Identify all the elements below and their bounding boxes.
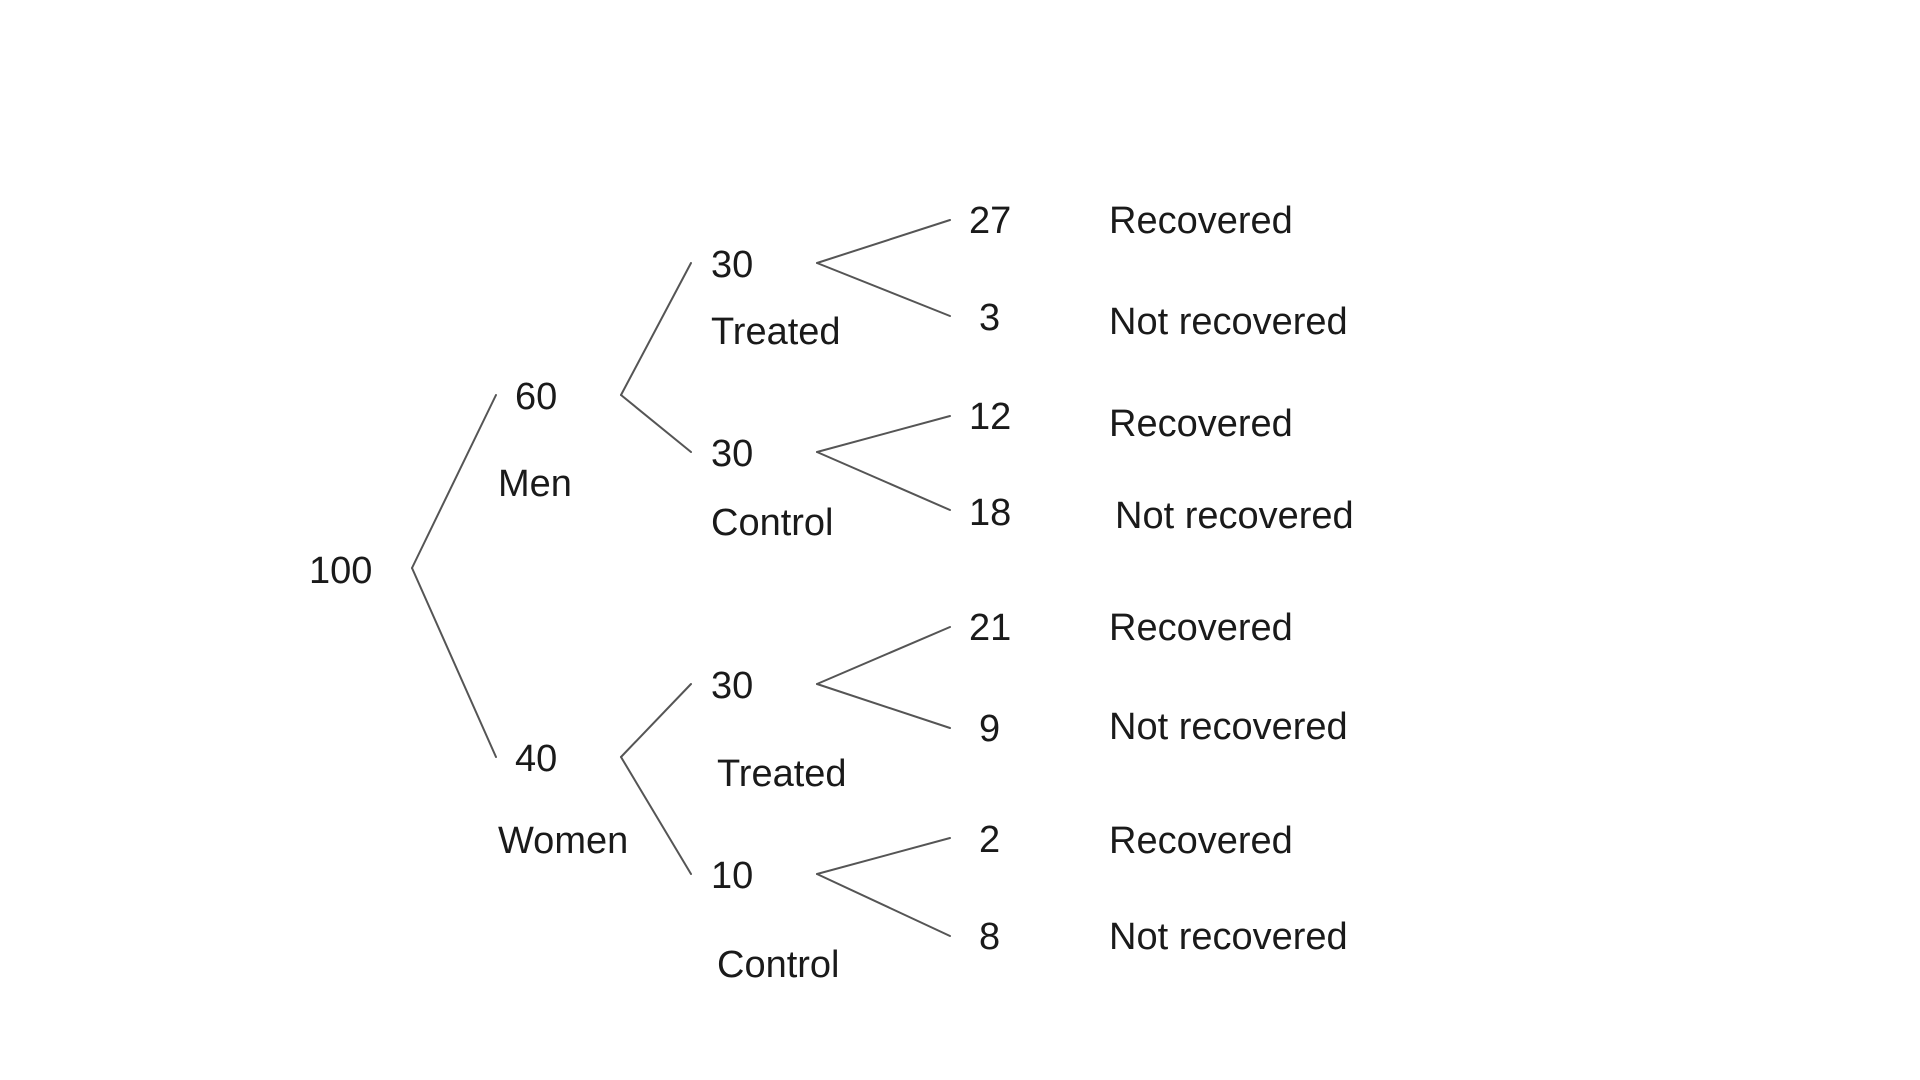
outcome-label: Not recovered <box>1115 495 1354 537</box>
root-count: 100 <box>309 550 373 592</box>
men-treated-label: Treated <box>711 311 841 353</box>
branch-root-women <box>411 567 497 758</box>
men-treated-count: 30 <box>711 244 754 286</box>
branch-men-control <box>620 394 692 453</box>
branch-women-control <box>620 756 692 875</box>
branch-men-treated-not-recovered <box>816 262 951 317</box>
outcome-label: Not recovered <box>1109 916 1348 958</box>
women-treated-label: Treated <box>717 753 847 795</box>
men-control-count: 30 <box>711 433 754 475</box>
branch-women-control-recovered <box>816 837 951 875</box>
outcome-count: 2 <box>979 819 1001 861</box>
branch-men-treated <box>620 262 692 396</box>
outcome-label: Recovered <box>1109 200 1293 242</box>
men-label: Men <box>498 463 572 505</box>
branch-women-control-not-recovered <box>816 873 951 937</box>
branch-men-control-recovered <box>816 415 951 453</box>
outcome-label: Not recovered <box>1109 301 1348 343</box>
branch-root-men <box>411 394 497 569</box>
outcome-count: 9 <box>979 708 1001 750</box>
branch-women-treated-not-recovered <box>816 683 951 729</box>
men-count: 60 <box>515 376 558 418</box>
women-count: 40 <box>515 738 558 780</box>
outcome-count: 21 <box>969 607 1012 649</box>
branch-men-treated-recovered <box>816 219 951 264</box>
women-control-count: 10 <box>711 855 754 897</box>
outcome-label: Not recovered <box>1109 706 1348 748</box>
outcome-count: 18 <box>969 492 1012 534</box>
outcome-label: Recovered <box>1109 607 1293 649</box>
branch-women-treated-recovered <box>816 626 951 685</box>
outcome-count: 3 <box>979 297 1001 339</box>
women-label: Women <box>498 820 629 862</box>
women-treated-count: 30 <box>711 665 754 707</box>
branch-men-control-not-recovered <box>816 451 951 511</box>
outcome-count: 27 <box>969 200 1012 242</box>
outcome-label: Recovered <box>1109 820 1293 862</box>
branch-women-treated <box>620 683 692 758</box>
men-control-label: Control <box>711 502 834 544</box>
women-control-label: Control <box>717 944 840 986</box>
outcome-label: Recovered <box>1109 403 1293 445</box>
outcome-count: 12 <box>969 396 1012 438</box>
outcome-count: 8 <box>979 916 1001 958</box>
